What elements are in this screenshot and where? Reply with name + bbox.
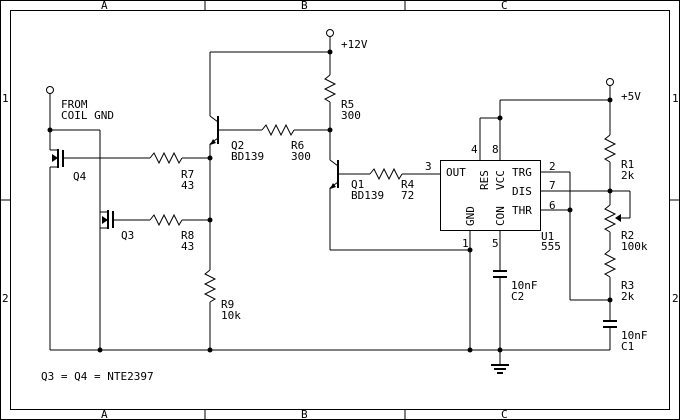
q2-ref: Q2 (231, 139, 244, 152)
r3-resistor: R3 2k (603, 249, 635, 320)
u1-pinnum-out: 3 (425, 160, 432, 173)
q2-value: BD139 (231, 150, 264, 163)
transistor-note: Q3 = Q4 = NTE2397 (41, 370, 154, 383)
u1-pinnum-gnd: 1 (462, 237, 469, 250)
r6-resistor: R6 300 (218, 123, 333, 163)
r4-resistor: R4 72 (338, 167, 440, 202)
u1-pin-res: RES (478, 170, 491, 190)
supply-5v: +5V (500, 78, 641, 135)
u1-value: 555 (541, 240, 561, 253)
u1-pin-out: OUT (446, 166, 466, 179)
supply-5v-label: +5V (621, 90, 641, 103)
r5-resistor: R5 300 (323, 74, 361, 160)
c2-value: 10nF (511, 279, 538, 292)
q3-mosfet: Q3 (100, 210, 150, 242)
c1-capacitor: 10nF C1 (603, 320, 648, 353)
col-label-a-top: A (101, 0, 108, 12)
q1-value: BD139 (351, 189, 384, 202)
r1-ref: R1 (621, 158, 634, 171)
col-label-b-bottom: B (301, 408, 308, 420)
r1-value: 2k (621, 169, 635, 182)
col-label-c-bottom: C (501, 408, 508, 420)
u1-pin-con: CON (494, 206, 507, 226)
col-label-a-bottom: A (101, 408, 108, 420)
u1-pinnum-trg: 2 (549, 160, 556, 173)
r8-value: 43 (181, 240, 194, 253)
r8-ref: R8 (181, 229, 194, 242)
r9-ref: R9 (221, 298, 234, 311)
r3-value: 2k (621, 290, 635, 303)
r7-value: 43 (181, 179, 194, 192)
input-label-line2: COIL GND (61, 109, 114, 122)
q1-ref: Q1 (351, 178, 364, 191)
row-label-1-left: 1 (2, 92, 9, 105)
c2-capacitor: 10nF C2 (493, 270, 538, 350)
col-label-c-top: C (501, 0, 508, 12)
u1-pin-gnd: GND (464, 206, 477, 226)
q2-transistor: Q2 BD139 (207, 52, 264, 270)
r4-value: 72 (401, 189, 414, 202)
r8-resistor: R8 43 (149, 213, 210, 253)
row-label-1-right: 1 (672, 92, 679, 105)
u1-555-timer: OUT TRG DIS THR RES VCC GND CON 3 4 8 2 … (425, 100, 610, 350)
supply-12v: +12V (210, 29, 368, 75)
q1-transistor: Q1 BD139 (329, 159, 473, 253)
u1-pinnum-res: 4 (471, 143, 478, 156)
r7-ref: R7 (181, 168, 194, 181)
r6-ref: R6 (291, 139, 304, 152)
r9-resistor: R9 10k (203, 269, 241, 350)
q4-mosfet: Q4 (49, 130, 150, 350)
u1-pin-dis: DIS (512, 185, 532, 198)
row-label-2-right: 2 (672, 292, 679, 305)
u1-pinnum-thr: 6 (549, 199, 556, 212)
r3-ref: R3 (621, 279, 634, 292)
r5-value: 300 (341, 109, 361, 122)
u1-pinnum-con: 5 (492, 237, 499, 250)
u1-pinnum-vcc: 8 (492, 143, 499, 156)
r1-resistor: R1 2k (603, 134, 635, 205)
col-label-b-top: B (301, 0, 308, 12)
r9-value: 10k (221, 309, 241, 322)
r2-ref: R2 (621, 229, 634, 242)
supply-12v-label: +12V (341, 38, 368, 51)
r5-ref: R5 (341, 98, 354, 111)
r7-resistor: R7 43 (149, 151, 210, 192)
c1-ref: C1 (621, 340, 634, 353)
ground-bus (50, 347, 610, 364)
row-label-2-left: 2 (2, 292, 9, 305)
r2-value: 100k (621, 240, 648, 253)
r6-value: 300 (291, 150, 311, 163)
q3-ref: Q3 (121, 229, 134, 242)
u1-pin-vcc: VCC (494, 170, 507, 190)
u1-pin-trg: TRG (512, 166, 532, 179)
ground-symbol (491, 364, 509, 374)
r4-ref: R4 (401, 178, 415, 191)
u1-pinnum-dis: 7 (549, 179, 556, 192)
c2-ref: C2 (511, 290, 524, 303)
r2-potentiometer: R2 100k (603, 190, 648, 253)
u1-pin-thr: THR (512, 204, 532, 217)
q4-ref: Q4 (73, 170, 87, 183)
input-label-line1: FROM (61, 98, 88, 111)
c1-value: 10nF (621, 329, 648, 342)
u1-ref: U1 (541, 230, 554, 243)
coil-gnd-input: FROM COIL GND (46, 86, 114, 350)
